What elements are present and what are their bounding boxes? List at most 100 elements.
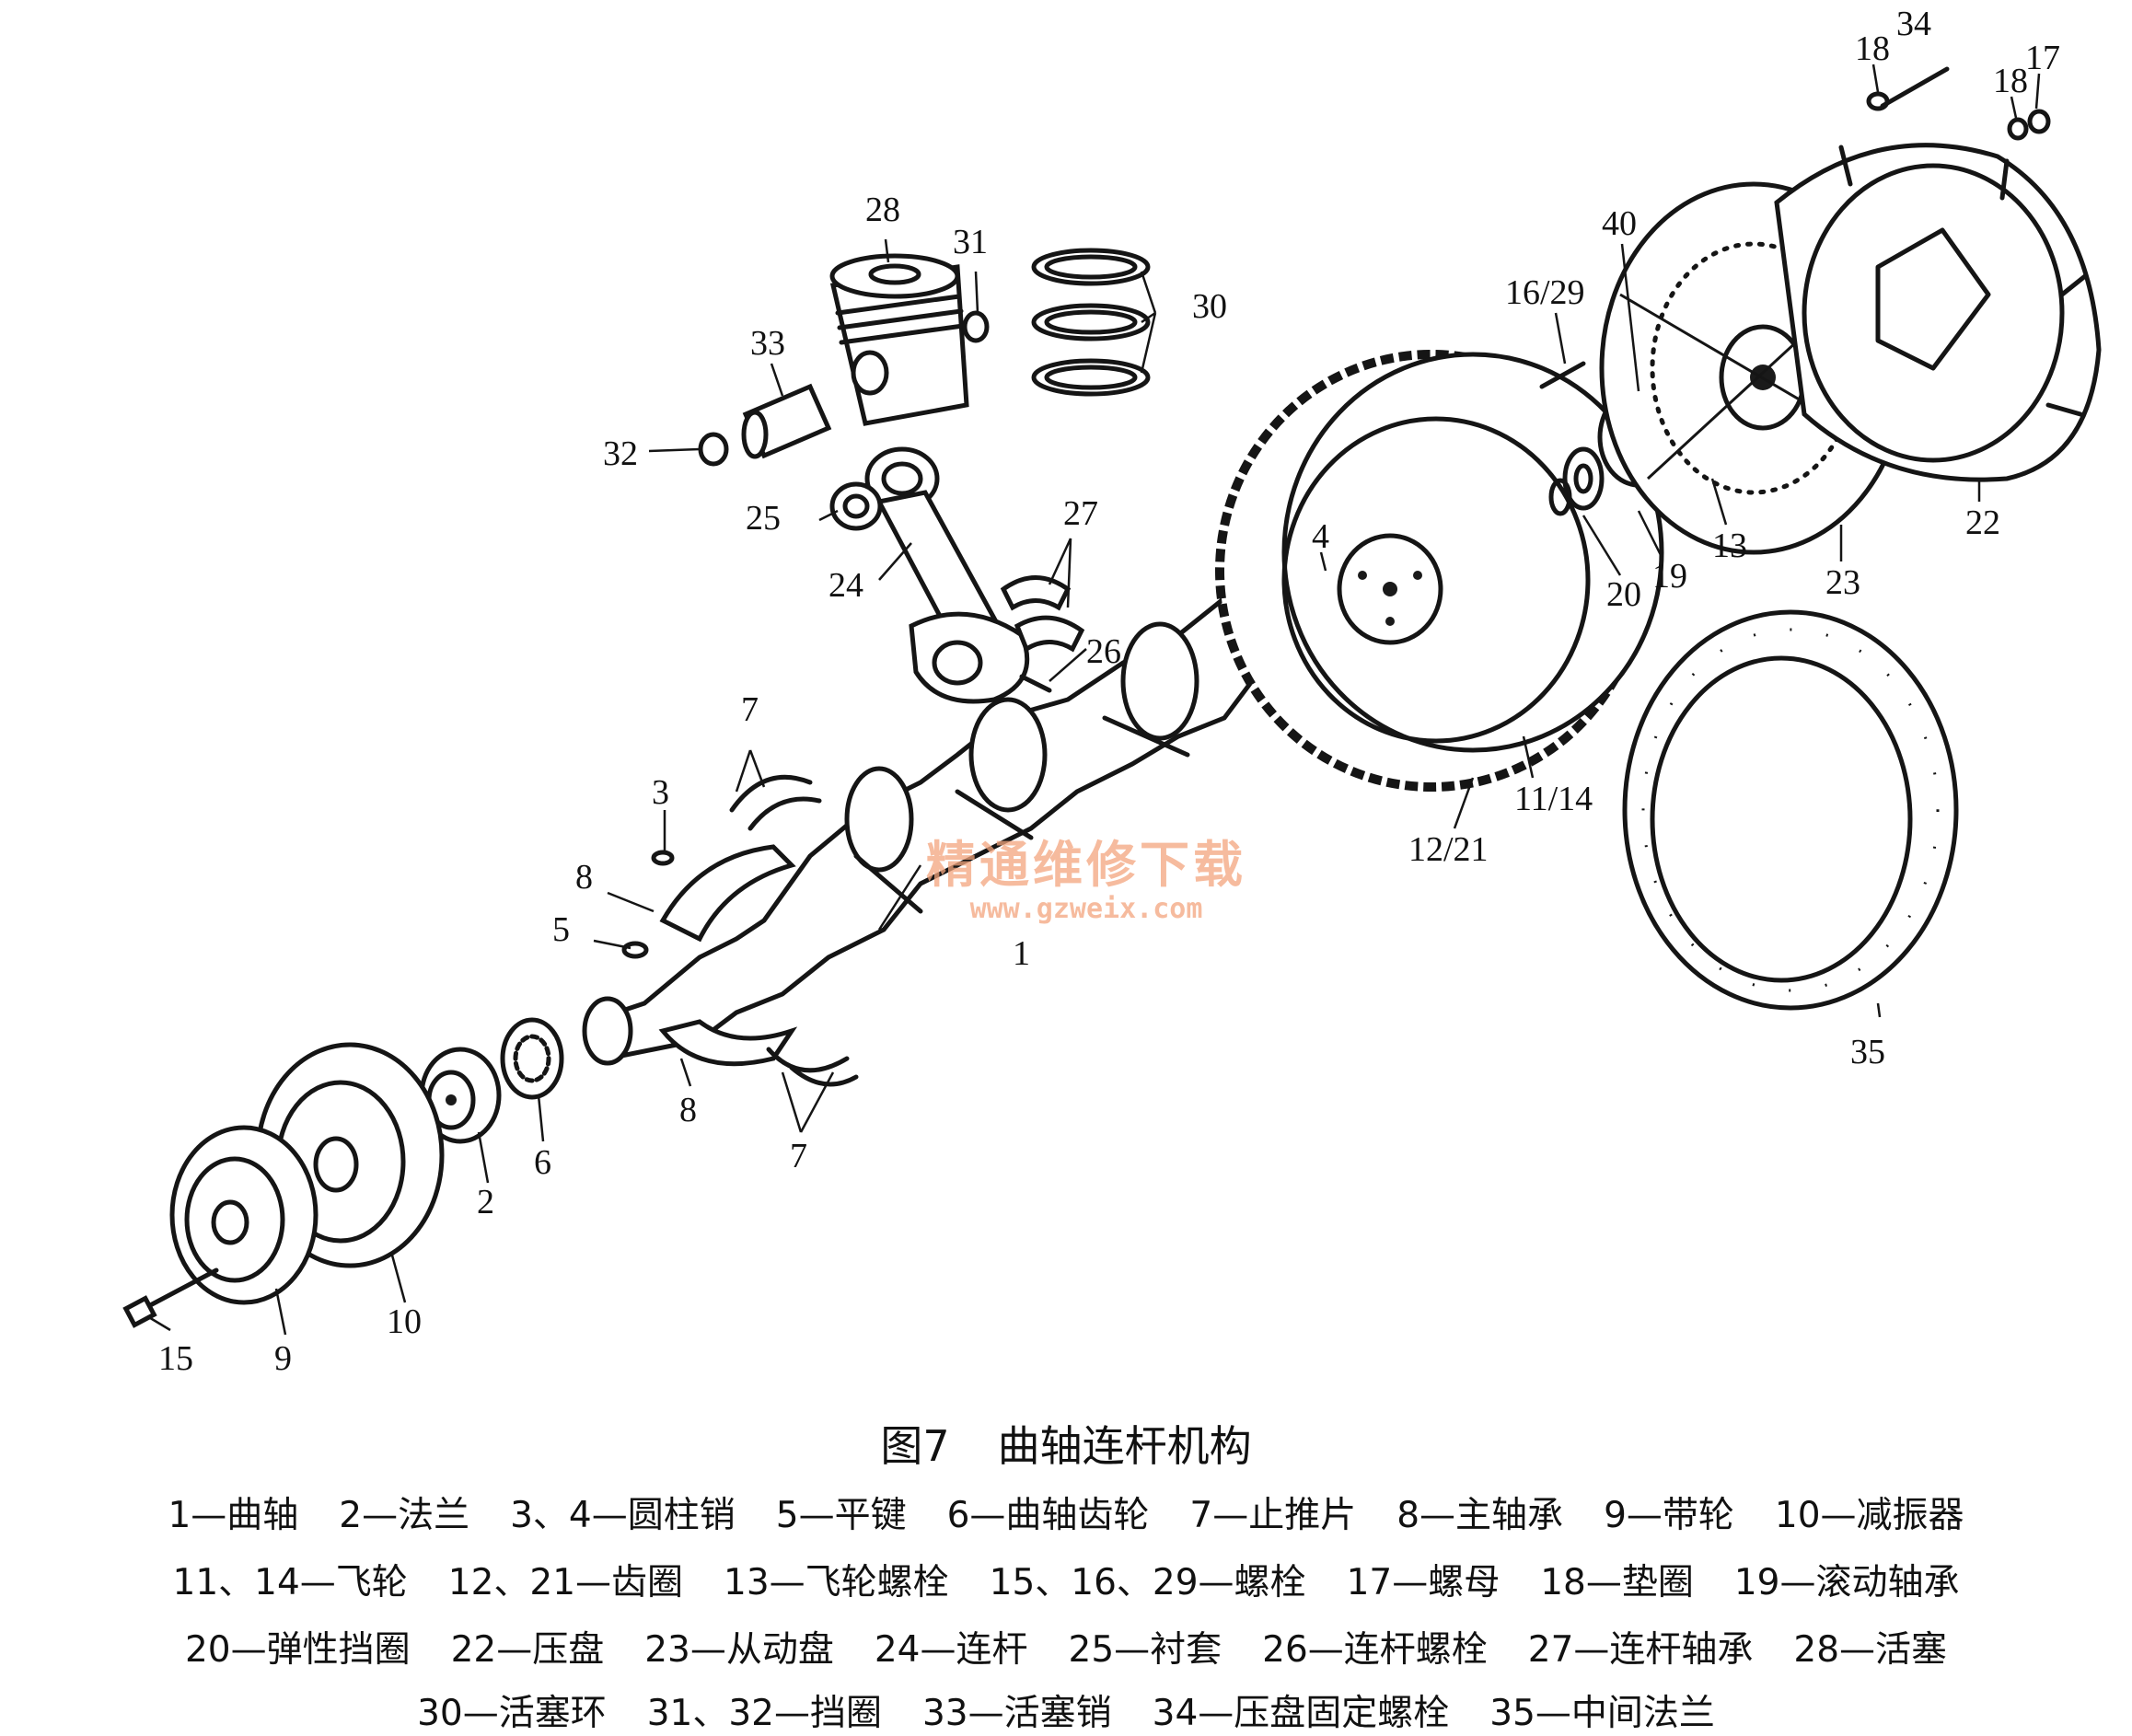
callout-19: 19 <box>1652 557 1687 596</box>
flat-key <box>621 941 649 959</box>
legend-item: 5—平键 <box>775 1495 907 1536</box>
pulley-bolt <box>122 1267 219 1328</box>
legend-item: 7—止推片 <box>1189 1495 1357 1536</box>
callout-20: 20 <box>1606 575 1641 614</box>
legend-item: 27—连杆轴承 <box>1527 1629 1754 1671</box>
exploded-crankshaft-diagram: 1 2 3 4 5 6 7 7 7 8 8 9 10 11/14 12/21 1… <box>122 5 2102 1378</box>
legend-item: 23—从动盘 <box>644 1629 834 1671</box>
legend-item: 25—衬套 <box>1068 1629 1222 1671</box>
piston-pin <box>741 383 832 459</box>
legend-item: 18—垫圈 <box>1540 1562 1694 1603</box>
retaining-clip-32 <box>698 432 729 467</box>
clutch-pressure-plate <box>1774 143 2102 482</box>
small-end-bushing <box>829 481 883 531</box>
callout-4: 4 <box>1312 517 1329 556</box>
callout-28: 28 <box>865 191 900 229</box>
callout-26: 26 <box>1086 632 1121 671</box>
main-bearing-upper <box>659 844 796 943</box>
legend-row-3: 20—弹性挡圈 22—压盘 23—从动盘 24—连杆 25—衬套 26—连杆螺栓 27—连杆… <box>0 1621 2132 1672</box>
callout-8-lower: 8 <box>679 1091 697 1129</box>
legend-item: 30—活塞环 <box>417 1693 607 1734</box>
callout-17: 17 <box>2025 39 2060 77</box>
callout-2: 2 <box>477 1183 494 1221</box>
figure-number: 图7 <box>880 1421 950 1471</box>
conrod-bolt <box>1019 674 1052 693</box>
callout-12-21: 12/21 <box>1408 830 1489 869</box>
thrust-washers-lower <box>766 1047 859 1087</box>
flange <box>419 1047 502 1144</box>
legend-item: 2—法兰 <box>339 1495 470 1536</box>
callout-6: 6 <box>534 1143 551 1182</box>
legend-item: 20—弹性挡圈 <box>184 1629 411 1671</box>
callout-7-lower-a: 7 <box>790 1137 807 1175</box>
callout-18-left: 18 <box>1855 29 1890 68</box>
nut <box>2027 109 2051 134</box>
callout-15: 15 <box>158 1339 193 1378</box>
legend-item: 17—螺母 <box>1346 1562 1501 1603</box>
legend-item: 12、21—齿圈 <box>447 1562 684 1603</box>
leader-lines <box>146 64 2041 1336</box>
piston <box>829 253 969 426</box>
flywheel <box>1215 350 1664 792</box>
legend-item: 33—活塞销 <box>921 1693 1112 1734</box>
legend-item: 28—活塞 <box>1793 1629 1948 1671</box>
legend-item: 11、14—飞轮 <box>172 1562 408 1603</box>
callout-5: 5 <box>552 910 570 949</box>
crankshaft-gear <box>500 1017 564 1100</box>
callout-27: 27 <box>1063 494 1098 533</box>
flywheel-bolt <box>1539 361 1586 389</box>
retaining-clip-31 <box>962 310 990 343</box>
callout-24: 24 <box>828 566 863 605</box>
legend-item: 35—中间法兰 <box>1489 1693 1715 1734</box>
callout-16-29: 16/29 <box>1505 273 1585 312</box>
belt-pulley <box>169 1125 319 1305</box>
piston-rings <box>1031 248 1151 397</box>
thrust-washers-upper <box>729 774 822 831</box>
pressure-plate-bolt <box>1880 66 1950 109</box>
callout-35: 35 <box>1850 1033 1885 1071</box>
callout-1: 1 <box>1013 934 1030 973</box>
callout-31: 31 <box>953 223 988 261</box>
legend-item: 24—连杆 <box>874 1629 1028 1671</box>
callout-3: 3 <box>652 773 669 812</box>
legend-item: 10—减振器 <box>1774 1495 1964 1536</box>
callout-22: 22 <box>1965 503 2000 542</box>
ball-bearing <box>1562 446 1605 511</box>
figure-caption: 图7 曲轴连杆机构 <box>0 1413 2132 1474</box>
legend-item: 3、4—圆柱销 <box>510 1495 736 1536</box>
cylinder-pin <box>651 850 675 866</box>
callout-9: 9 <box>274 1339 292 1378</box>
callout-11-14: 11/14 <box>1514 780 1593 818</box>
legend-row-1: 1—曲轴 2—法兰 3、4—圆柱销 5—平键 6—曲轴齿轮 7—止推片 8—主轴承 9—带轮 1… <box>0 1487 2132 1538</box>
callout-18-right: 18 <box>1993 62 2028 100</box>
callout-25: 25 <box>746 499 781 538</box>
intermediate-flange <box>1622 609 1959 1011</box>
legend-item: 19—滚动轴承 <box>1733 1562 1960 1603</box>
legend-row-4: 30—活塞环 31、32—挡圈 33—活塞销 34—压盘固定螺栓 35—中间法兰 <box>0 1684 2132 1736</box>
legend-item: 22—压盘 <box>450 1629 605 1671</box>
legend-item: 15、16、29—螺栓 <box>989 1562 1306 1603</box>
callout-32: 32 <box>603 434 638 473</box>
callout-34: 34 <box>1896 5 1931 43</box>
callout-23: 23 <box>1825 563 1860 602</box>
figure-title: 曲轴连杆机构 <box>997 1421 1252 1471</box>
legend-item: 1—曲轴 <box>168 1495 299 1536</box>
crankshaft <box>582 550 1402 1066</box>
legend-item: 8—主轴承 <box>1396 1495 1564 1536</box>
legend-item: 26—连杆螺栓 <box>1262 1629 1488 1671</box>
callout-8-upper: 8 <box>575 858 593 897</box>
elastic-circlip <box>1548 478 1572 516</box>
callout-30: 30 <box>1192 287 1227 326</box>
legend-item: 34—压盘固定螺栓 <box>1152 1693 1450 1734</box>
washer-left <box>1866 91 1890 111</box>
conrod-bearings <box>1000 575 1085 653</box>
legend-item: 31、32—挡圈 <box>646 1693 882 1734</box>
callout-7-upper: 7 <box>741 690 759 729</box>
washer-right <box>2007 117 2029 141</box>
connecting-rod <box>864 446 1030 704</box>
legend-item: 6—曲轴齿轮 <box>946 1495 1150 1536</box>
main-bearing-lower <box>658 1019 798 1067</box>
callout-10: 10 <box>387 1302 422 1341</box>
legend-item: 9—带轮 <box>1604 1495 1734 1536</box>
